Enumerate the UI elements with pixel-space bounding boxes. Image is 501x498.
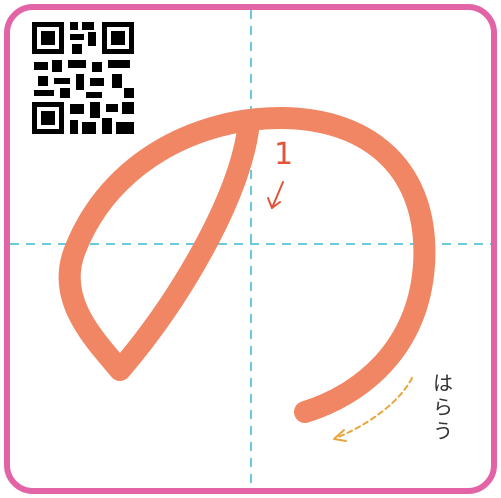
character-no-glyph [58,107,436,423]
qr-code-icon [30,18,138,138]
arrow-down-left-icon [267,181,284,209]
character-stroke-tail [297,279,426,421]
dashed-curved-arrow-icon [333,377,413,442]
stroke-number: 1 [274,137,294,172]
card-border [4,4,497,494]
character-stroke-outer [58,107,436,423]
stroke-end-label: はらう [433,371,453,443]
